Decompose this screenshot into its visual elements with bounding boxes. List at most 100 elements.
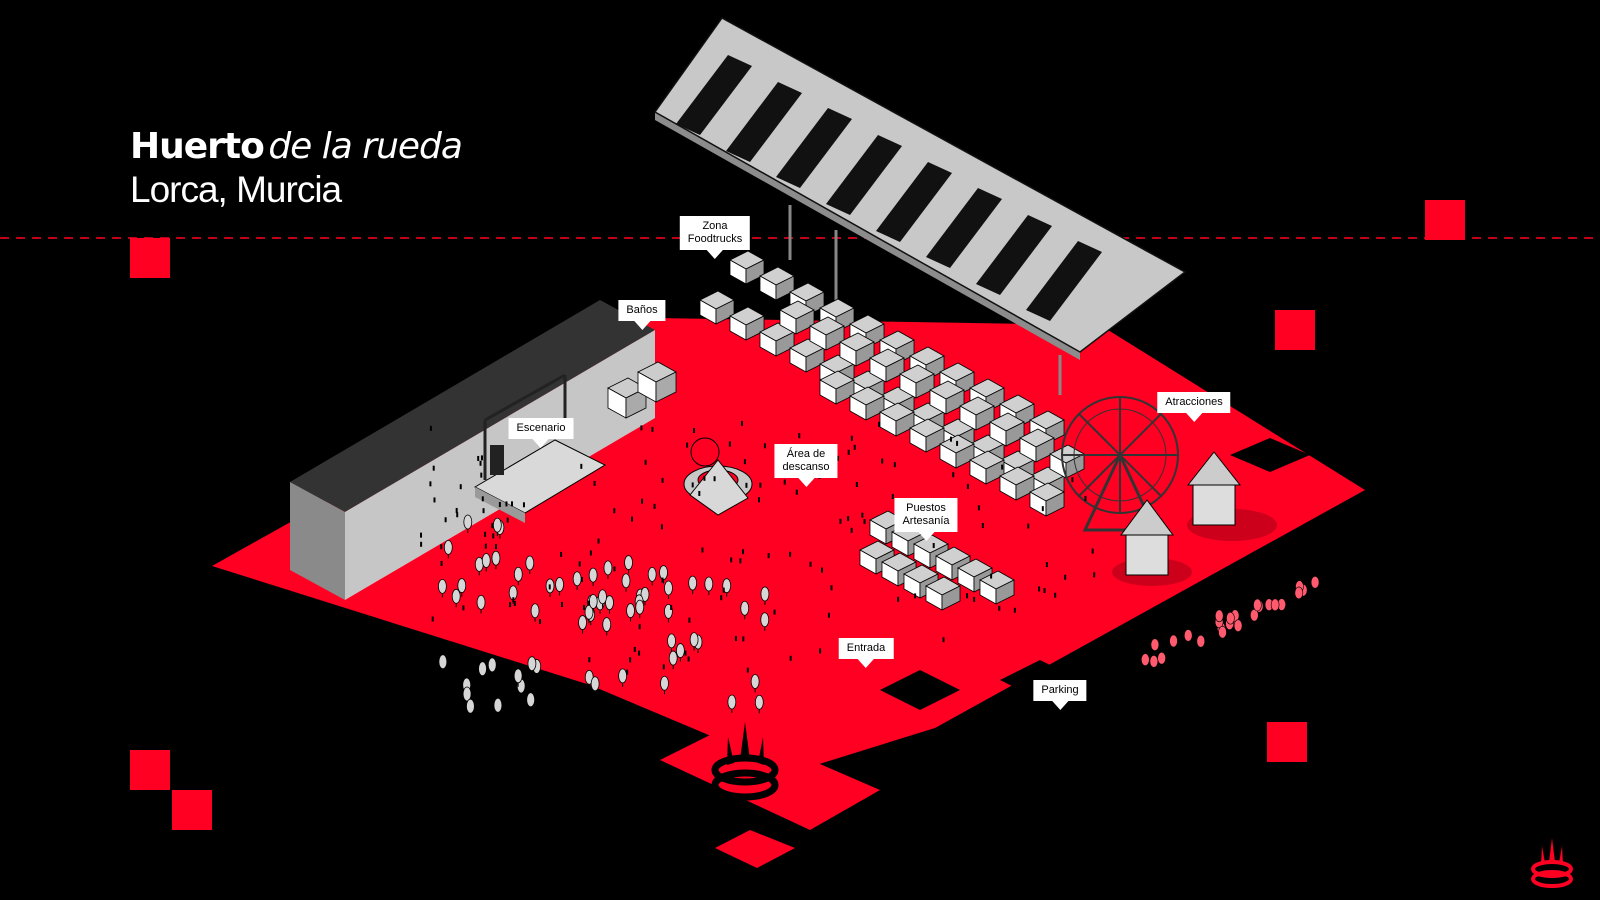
person — [481, 496, 484, 502]
person — [836, 455, 839, 461]
person — [1038, 586, 1041, 592]
person — [897, 596, 900, 602]
person — [431, 616, 434, 622]
person — [850, 435, 853, 441]
tree — [598, 589, 607, 608]
bush — [1218, 625, 1227, 639]
person — [641, 498, 644, 504]
label-banos[interactable]: Baños — [618, 300, 666, 330]
tree — [513, 668, 523, 687]
tree — [451, 588, 461, 608]
tree — [530, 603, 540, 622]
person — [693, 427, 696, 433]
person — [1064, 574, 1067, 580]
tree — [487, 657, 497, 676]
tree — [443, 539, 453, 559]
person — [977, 505, 980, 511]
person — [505, 501, 508, 507]
label-area-descanso[interactable]: Área de descanso — [774, 444, 838, 487]
label-atracciones[interactable]: Atracciones — [1157, 392, 1231, 422]
person — [512, 597, 515, 603]
person — [734, 635, 737, 641]
person — [863, 519, 866, 525]
person — [891, 493, 894, 499]
tree — [578, 615, 587, 634]
person — [966, 483, 969, 489]
person — [783, 479, 786, 485]
person — [981, 523, 984, 529]
person — [893, 462, 896, 468]
stall — [925, 576, 961, 611]
person — [626, 669, 629, 675]
stall — [819, 370, 855, 405]
tree — [438, 654, 448, 673]
person — [480, 472, 483, 478]
tree — [590, 676, 600, 695]
tree — [727, 694, 737, 713]
person — [739, 558, 742, 564]
person — [722, 587, 725, 593]
person — [560, 551, 563, 557]
map-title: Huerto de la rueda Lorca, Murcia — [130, 126, 463, 211]
person — [728, 441, 731, 447]
person — [759, 482, 762, 488]
tree — [478, 661, 487, 680]
person — [582, 604, 585, 610]
title-bold: Huerto — [130, 126, 265, 167]
person — [510, 501, 513, 507]
person — [949, 436, 952, 442]
person — [789, 551, 792, 557]
label-zona-foodtrucks[interactable]: Zona Foodtrucks — [679, 216, 751, 259]
tree — [525, 555, 535, 574]
person — [688, 617, 691, 623]
person — [661, 577, 664, 583]
person — [830, 585, 833, 591]
tree — [667, 633, 676, 652]
person — [758, 497, 761, 503]
tree — [688, 575, 698, 595]
stall — [899, 364, 935, 399]
person — [861, 512, 864, 518]
person — [433, 497, 436, 503]
bush — [1214, 609, 1224, 623]
label-parking[interactable]: Parking — [1033, 680, 1087, 710]
person — [1001, 464, 1004, 470]
tree — [476, 595, 486, 614]
tree — [491, 550, 501, 570]
person — [973, 596, 976, 602]
person — [638, 650, 641, 656]
person — [789, 655, 792, 661]
tree — [513, 566, 523, 586]
tree — [526, 692, 536, 711]
person — [662, 664, 665, 670]
stall — [759, 266, 795, 301]
stall — [969, 450, 1005, 485]
person — [580, 463, 583, 469]
person — [456, 512, 459, 518]
carousel-icon — [1112, 451, 1277, 586]
person — [956, 440, 959, 446]
person — [1093, 572, 1096, 578]
label-entrada[interactable]: Entrada — [838, 638, 894, 668]
person — [742, 636, 745, 642]
person — [819, 648, 822, 654]
tree — [602, 617, 612, 636]
bush — [1150, 638, 1160, 651]
person — [420, 532, 423, 538]
person — [798, 433, 801, 439]
tree — [740, 600, 750, 620]
tree — [457, 578, 467, 597]
tree — [463, 514, 473, 533]
stall — [999, 466, 1035, 501]
tree — [640, 586, 650, 606]
corner-logo-icon — [1531, 838, 1573, 888]
person — [492, 533, 495, 539]
person — [422, 664, 425, 670]
label-escenario[interactable]: Escenario — [508, 418, 574, 448]
person — [687, 656, 690, 662]
person — [691, 482, 694, 488]
bush — [1294, 586, 1304, 600]
person — [640, 425, 643, 431]
person — [548, 584, 551, 590]
label-puestos-artesania[interactable]: Puestos Artesanía — [894, 498, 958, 541]
